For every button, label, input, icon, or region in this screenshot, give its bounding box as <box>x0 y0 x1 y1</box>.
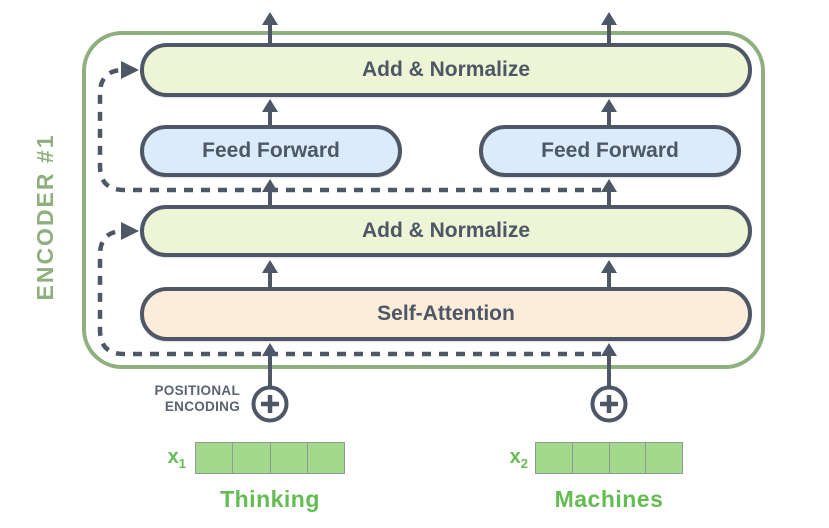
up-arrow-output-left <box>262 12 278 43</box>
up-arrow-output-right <box>601 12 617 43</box>
up-arrow-addnorm-to-ff-left <box>262 179 278 207</box>
embedding-symbol-x2: x2 <box>492 446 528 471</box>
add-normalize-bottom-label: Add & Normalize <box>361 219 531 242</box>
up-arrow-sa-to-addnorm-right <box>601 260 617 287</box>
up-arrow-sa-to-addnorm-left <box>262 260 278 287</box>
embedding-cell <box>196 443 234 473</box>
up-arrow-ff-to-addnorm-left <box>262 99 278 125</box>
feed-forward-left-label: Feed Forward <box>202 139 340 162</box>
residual-dashed-arrow-bottom <box>97 222 601 357</box>
encoder-frame <box>82 31 765 369</box>
feed-forward-left-box: Feed Forward <box>140 125 402 177</box>
embedding-cell <box>233 443 271 473</box>
embedding-cell <box>610 443 647 473</box>
self-attention-box: Self-Attention <box>140 287 752 341</box>
embedding-vector-1 <box>195 442 345 474</box>
plus-circle-icon-right <box>590 385 628 423</box>
embedding-symbol-x1: x1 <box>150 446 186 471</box>
positional-encoding-line1: POSITIONAL <box>154 383 240 398</box>
add-normalize-top-label: Add & Normalize <box>361 58 531 81</box>
add-normalize-top-box: Add & Normalize <box>140 43 752 97</box>
positional-encoding-label: POSITIONAL ENCODING <box>118 383 240 415</box>
up-arrow-ff-to-addnorm-right <box>601 99 617 125</box>
input-word-2: Machines <box>554 486 664 512</box>
feed-forward-right-label: Feed Forward <box>541 139 679 162</box>
self-attention-label: Self-Attention <box>377 302 515 325</box>
plus-circle-icon-left <box>251 385 289 423</box>
up-arrow-input-left <box>262 343 278 387</box>
x2-base: x <box>509 446 521 468</box>
embedding-vector-2 <box>535 442 683 474</box>
embedding-cell <box>308 443 344 473</box>
embedding-cell <box>646 443 682 473</box>
input-word-1: Thinking <box>220 486 320 512</box>
encoder-label: ENCODER #1 <box>32 133 58 301</box>
embedding-cell <box>536 443 573 473</box>
x1-base: x <box>167 446 179 468</box>
positional-encoding-line2: ENCODING <box>164 399 240 414</box>
up-arrow-input-right <box>601 343 617 387</box>
x1-subscript: 1 <box>178 456 186 471</box>
up-arrow-addnorm-to-ff-right <box>601 179 617 207</box>
add-normalize-bottom-box: Add & Normalize <box>140 205 752 257</box>
x2-subscript: 2 <box>520 456 528 471</box>
embedding-cell <box>271 443 308 473</box>
feed-forward-right-box: Feed Forward <box>479 125 741 177</box>
residual-dashed-arrow-top <box>97 61 601 193</box>
embedding-cell <box>573 443 610 473</box>
